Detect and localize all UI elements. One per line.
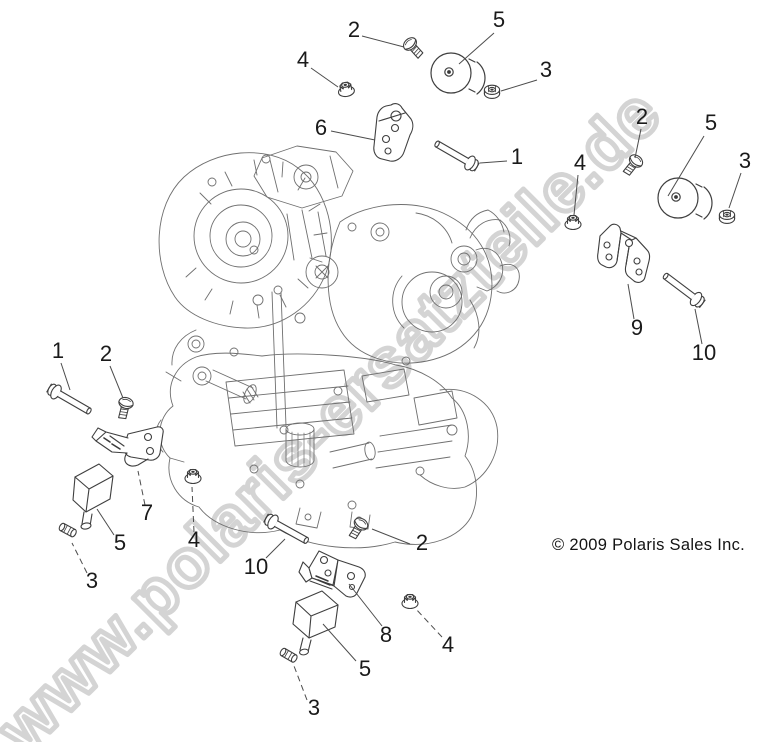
- part-hex-nut-right: [718, 209, 736, 224]
- callout-stud-bottom: 3: [293, 665, 320, 720]
- callout-number: 9: [631, 315, 643, 340]
- callout-number: 7: [141, 500, 153, 525]
- part-block-mount-bottom: [292, 590, 339, 656]
- engine-illustration: [155, 145, 520, 549]
- callout-number: 2: [416, 530, 428, 555]
- callout-number: 1: [52, 338, 64, 363]
- callout-number: 8: [380, 622, 392, 647]
- part-screw-bottom: [345, 514, 371, 542]
- callouts: 2 5 4 3 6 1 2 5: [52, 7, 751, 720]
- callout-number: 3: [86, 568, 98, 593]
- callout-mount-top: 5: [458, 7, 505, 65]
- callout-number: 5: [114, 530, 126, 555]
- part-stud-left: [57, 521, 78, 539]
- callout-number: 4: [188, 527, 200, 552]
- callout-bolt10-right: 10: [692, 308, 716, 365]
- part-bracket-7: [91, 426, 164, 467]
- callout-nut4-right: 4: [573, 150, 586, 216]
- part-block-mount-left: [72, 463, 114, 530]
- callout-nut4-left: 4: [188, 486, 200, 552]
- callout-number: 4: [574, 150, 586, 175]
- part-bolt-10-right: [659, 268, 708, 311]
- callout-bracket-9: 9: [627, 283, 643, 340]
- copyright-text: © 2009 Polaris Sales Inc.: [552, 536, 746, 554]
- callout-number: 5: [705, 110, 717, 135]
- part-screw-left: [114, 395, 135, 421]
- part-bolt-1-left: [44, 380, 95, 420]
- callout-number: 4: [442, 632, 454, 657]
- callout-number: 2: [636, 104, 648, 129]
- callout-number: 10: [244, 554, 268, 579]
- parts: [44, 34, 736, 664]
- callout-bracket-7: 7: [137, 470, 153, 525]
- part-flange-nut-left: [184, 468, 202, 485]
- callout-bolt1-left: 1: [52, 338, 71, 391]
- callout-number: 5: [493, 7, 505, 32]
- callout-number: 5: [359, 656, 371, 681]
- callout-number: 2: [100, 341, 112, 366]
- callout-screw-right: 2: [634, 104, 648, 159]
- callout-number: 6: [315, 115, 327, 140]
- callout-number: 4: [297, 47, 309, 72]
- callout-number: 2: [348, 17, 360, 42]
- callout-nut3-right: 3: [728, 148, 751, 209]
- part-stud-bottom: [278, 646, 299, 664]
- callout-number: 3: [739, 148, 751, 173]
- part-flange-nut-bottom: [401, 593, 419, 610]
- callout-nut4-bottom: 4: [414, 607, 454, 657]
- callout-screw-top: 2: [348, 17, 405, 48]
- part-bolt-1-top: [431, 135, 482, 175]
- callout-nut3-top: 3: [500, 57, 552, 92]
- callout-bracket-8: 8: [348, 583, 392, 647]
- part-round-mount-top: [430, 52, 486, 95]
- part-round-mount-right: [657, 177, 713, 220]
- callout-bolt10-bottom: 10: [244, 538, 286, 579]
- callout-stud-left: 3: [71, 542, 98, 593]
- callout-bracket-6: 6: [315, 115, 376, 141]
- part-screw-top: [400, 34, 427, 62]
- part-flange-nut-top: [336, 80, 356, 99]
- callout-mount-right: 5: [667, 110, 717, 197]
- part-hex-nut-top: [483, 84, 501, 99]
- callout-bolt1-top: 1: [479, 144, 523, 169]
- callout-nut4-top: 4: [297, 47, 339, 88]
- callout-block-left: 5: [96, 508, 126, 555]
- part-bracket-8: [298, 550, 366, 598]
- callout-number: 3: [308, 695, 320, 720]
- part-bracket-9: [597, 223, 651, 283]
- callout-number: 1: [511, 144, 523, 169]
- callout-screw-bottom: 2: [371, 528, 428, 555]
- callout-number: 3: [540, 57, 552, 82]
- callout-screw-left: 2: [100, 341, 124, 399]
- callout-number: 10: [692, 340, 716, 365]
- part-bracket-6: [373, 103, 414, 162]
- part-flange-nut-right: [564, 214, 582, 231]
- callout-block-bottom: 5: [322, 623, 371, 681]
